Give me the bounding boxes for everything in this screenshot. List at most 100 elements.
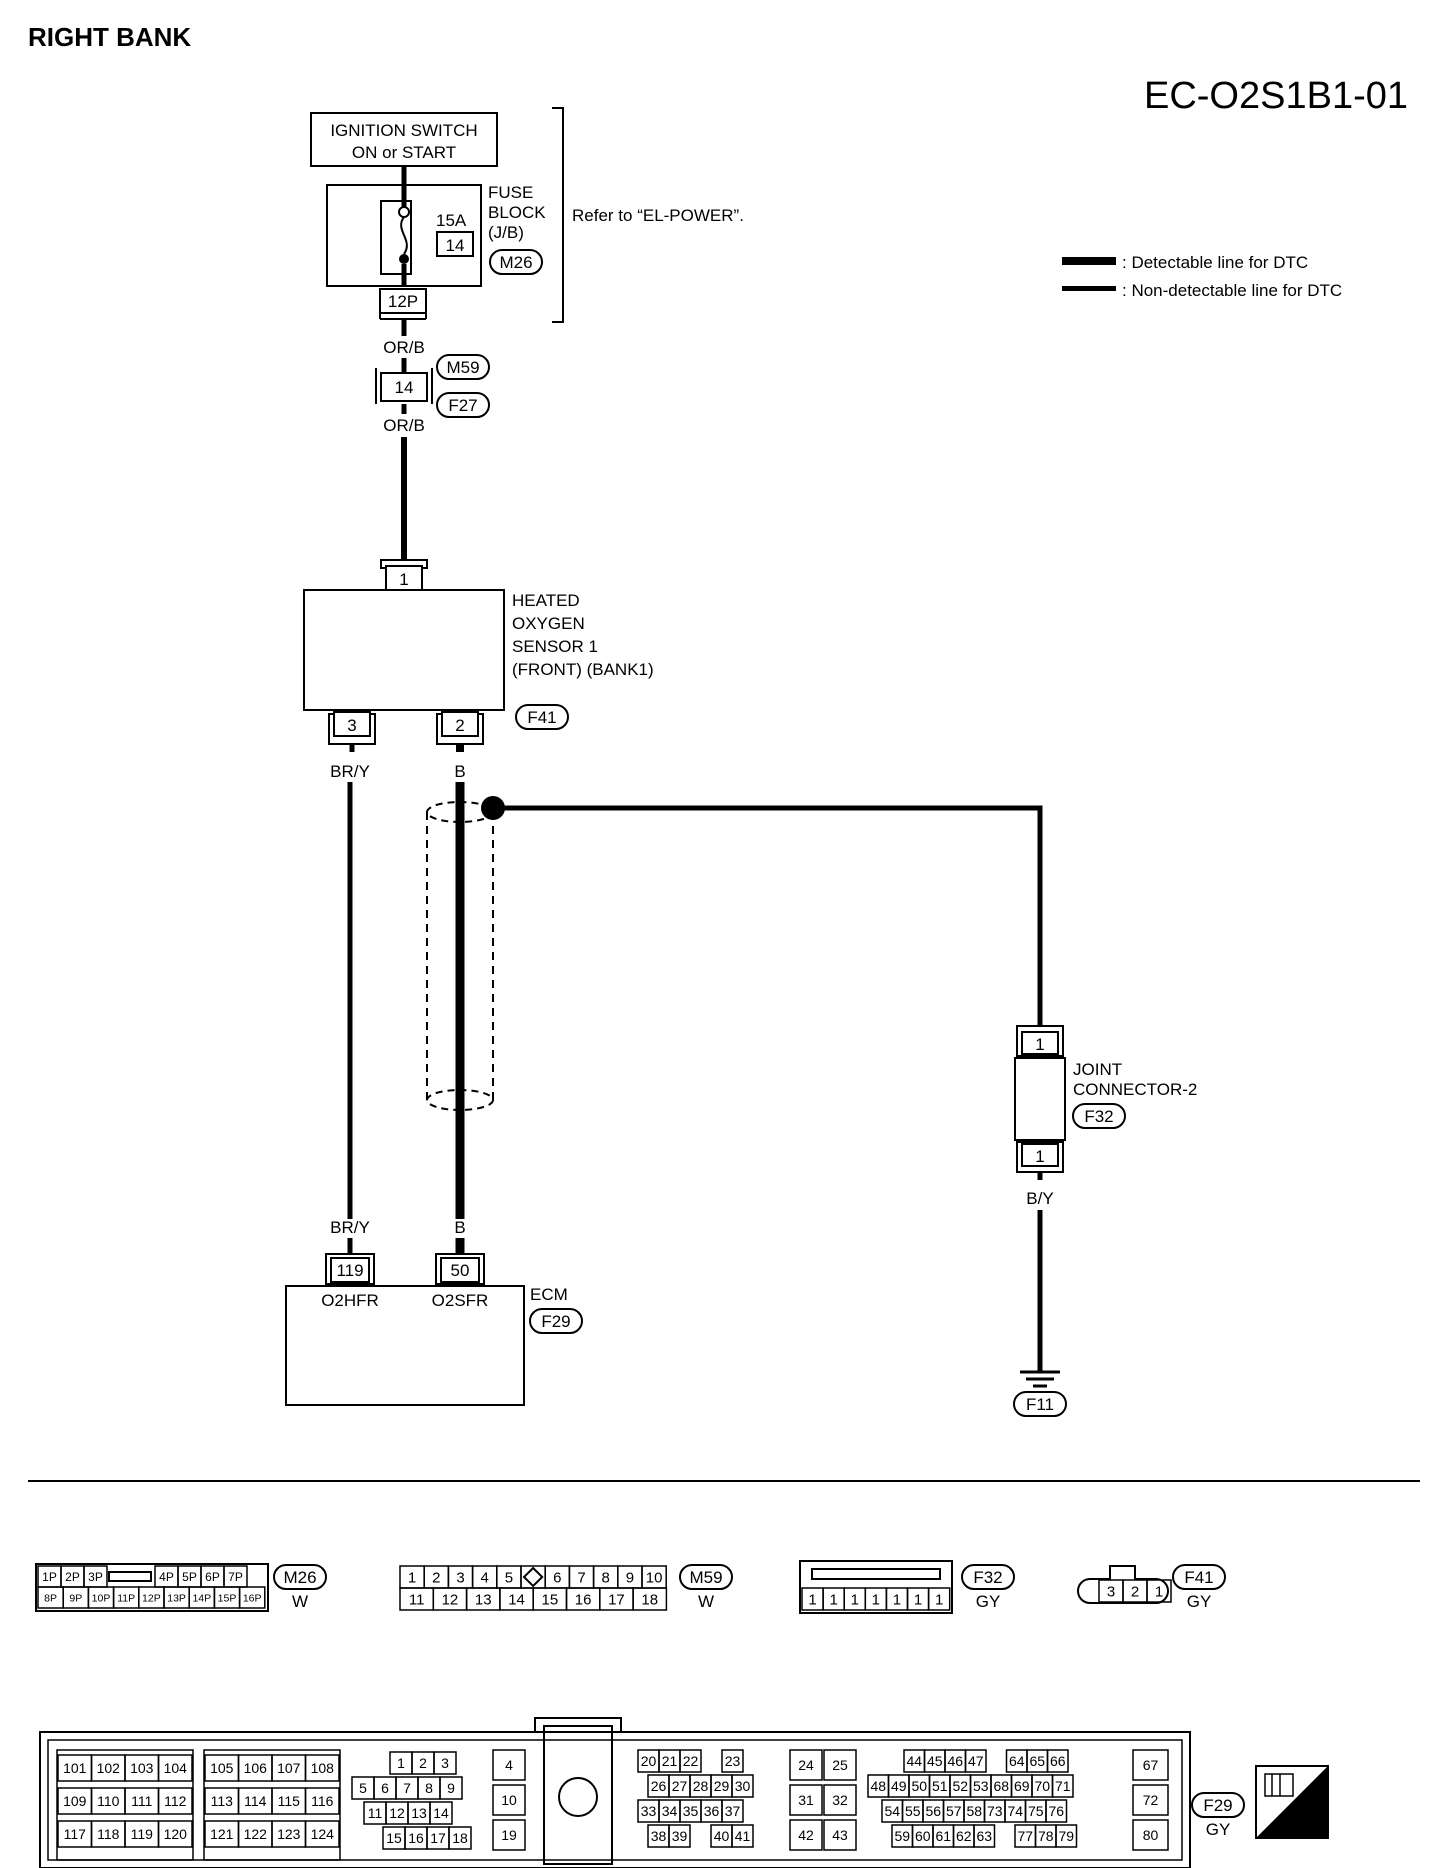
sensor-label-1: HEATED — [512, 591, 580, 610]
f29-pin-53: 53 — [969, 1774, 992, 1798]
m26-pin-7P: 7P — [223, 1565, 248, 1588]
svg-text:124: 124 — [311, 1826, 335, 1842]
svg-text:77: 77 — [1017, 1828, 1033, 1844]
connector-f11-oval — [1013, 1391, 1067, 1417]
connector-f29-label: F29 — [541, 1312, 570, 1331]
svg-text:1: 1 — [872, 1591, 880, 1608]
m26-pin-13P: 13P — [163, 1586, 190, 1609]
svg-text:52: 52 — [952, 1778, 968, 1794]
f32-pin-6: 1 — [906, 1587, 930, 1611]
svg-text:M26: M26 — [283, 1568, 316, 1587]
svg-text:46: 46 — [947, 1753, 963, 1769]
fuse-connector-label: M26 — [499, 253, 532, 272]
wire-label-by: B/Y — [1026, 1189, 1053, 1208]
svg-text:110: 110 — [97, 1793, 120, 1809]
sensor-pin-1: 1 — [380, 559, 428, 591]
f29-pin-20: 20 — [637, 1749, 660, 1773]
f29-pin-11: 11 — [363, 1801, 387, 1825]
svg-text:2: 2 — [432, 1569, 440, 1586]
m26-pin-2P: 2P — [60, 1565, 85, 1588]
svg-text:73: 73 — [987, 1803, 1003, 1819]
f29-pin-59: 59 — [891, 1824, 914, 1848]
svg-text:F41: F41 — [1184, 1568, 1213, 1587]
f29-pin-55: 55 — [901, 1799, 924, 1823]
f29-pin-80: 80 — [1132, 1819, 1169, 1851]
svg-text:15: 15 — [386, 1830, 402, 1846]
svg-text:11: 11 — [409, 1591, 425, 1608]
f32-pin-7: 1 — [927, 1587, 951, 1611]
svg-text:7P: 7P — [228, 1570, 243, 1584]
f29-pin-118: 118 — [90, 1820, 126, 1848]
svg-text:9P: 9P — [69, 1592, 82, 1604]
f29-center-hole — [558, 1777, 598, 1817]
sensor-pin-3: 3 — [328, 711, 376, 745]
wire-label-orb-bottom: OR/B — [383, 416, 425, 435]
wire-label-orb-top: OR/B — [383, 338, 425, 357]
f29-pin-36: 36 — [700, 1799, 723, 1823]
svg-text:34: 34 — [662, 1803, 678, 1819]
f29-pin-123: 123 — [271, 1820, 307, 1848]
legend-nondetectable-line — [1062, 286, 1116, 291]
svg-text:6P: 6P — [205, 1570, 220, 1584]
sensor-label-2: OXYGEN — [512, 614, 585, 633]
f29-pin-24: 24 — [789, 1749, 823, 1781]
connector-f41-label: F41 — [527, 708, 556, 727]
svg-text:31: 31 — [798, 1792, 814, 1808]
m59-pin-2: 2 — [423, 1565, 450, 1589]
joint-connector-2: 1 1 — [1014, 1025, 1066, 1173]
f29-pin-106: 106 — [237, 1754, 273, 1782]
legend: : Detectable line for DTC : Non-detectab… — [1062, 253, 1342, 300]
heated-oxygen-sensor — [303, 589, 505, 711]
m59-pin-16: 16 — [565, 1587, 601, 1611]
m26-pin-15P: 15P — [213, 1586, 241, 1609]
svg-text:74: 74 — [1007, 1803, 1023, 1819]
f29-pin-120: 120 — [157, 1820, 193, 1848]
svg-text:122: 122 — [244, 1826, 268, 1842]
svg-text:5: 5 — [359, 1780, 367, 1796]
svg-text:64: 64 — [1009, 1753, 1025, 1769]
f29-pin-51: 51 — [928, 1774, 951, 1798]
f29-pin-32: 32 — [823, 1784, 857, 1816]
f29-pin-29: 29 — [710, 1774, 733, 1798]
m59-pin-7: 7 — [568, 1565, 595, 1589]
m59-pin-11: 11 — [399, 1587, 435, 1611]
m59-pin-17: 17 — [599, 1587, 634, 1611]
f29-pin-58: 58 — [963, 1799, 986, 1823]
joint-label-2: CONNECTOR-2 — [1073, 1080, 1197, 1099]
svg-text:41: 41 — [735, 1828, 751, 1844]
svg-text:79: 79 — [1058, 1828, 1074, 1844]
f29-pin-35: 35 — [679, 1799, 702, 1823]
m26-housing — [35, 1563, 269, 1612]
svg-text:37: 37 — [725, 1803, 741, 1819]
connector-f27-label: F27 — [448, 396, 477, 415]
svg-text:3: 3 — [1107, 1583, 1115, 1600]
f29-pin-63: 63 — [973, 1824, 996, 1848]
svg-text:105: 105 — [210, 1760, 234, 1776]
svg-text:13: 13 — [411, 1805, 427, 1821]
f29-pin-42: 42 — [789, 1819, 823, 1851]
connector-f29-oval — [529, 1308, 583, 1334]
svg-text:W: W — [698, 1592, 714, 1611]
f29-pin-57: 57 — [942, 1799, 965, 1823]
m59-pin-15: 15 — [532, 1587, 568, 1611]
svg-text:80: 80 — [1143, 1827, 1159, 1843]
f29-pin-108: 108 — [304, 1754, 340, 1782]
svg-text:21: 21 — [662, 1753, 678, 1769]
ecm-box — [285, 1285, 525, 1406]
svg-text:44: 44 — [906, 1753, 922, 1769]
f29-pin-107: 107 — [271, 1754, 307, 1782]
f29-pin-49: 49 — [887, 1774, 910, 1798]
f29-pin-23: 23 — [721, 1749, 744, 1773]
sensor-label-4: (FRONT) (BANK1) — [512, 660, 654, 679]
svg-text:1: 1 — [935, 1591, 943, 1608]
m59-pin-18: 18 — [632, 1587, 668, 1611]
svg-text:11P: 11P — [117, 1592, 135, 1604]
f29-pin-78: 78 — [1034, 1824, 1057, 1848]
svg-text:66: 66 — [1050, 1753, 1066, 1769]
svg-text:4: 4 — [505, 1757, 513, 1773]
f29-pin-39: 39 — [668, 1824, 691, 1848]
svg-text:42: 42 — [798, 1827, 814, 1843]
f29-pin-9: 9 — [439, 1776, 463, 1800]
